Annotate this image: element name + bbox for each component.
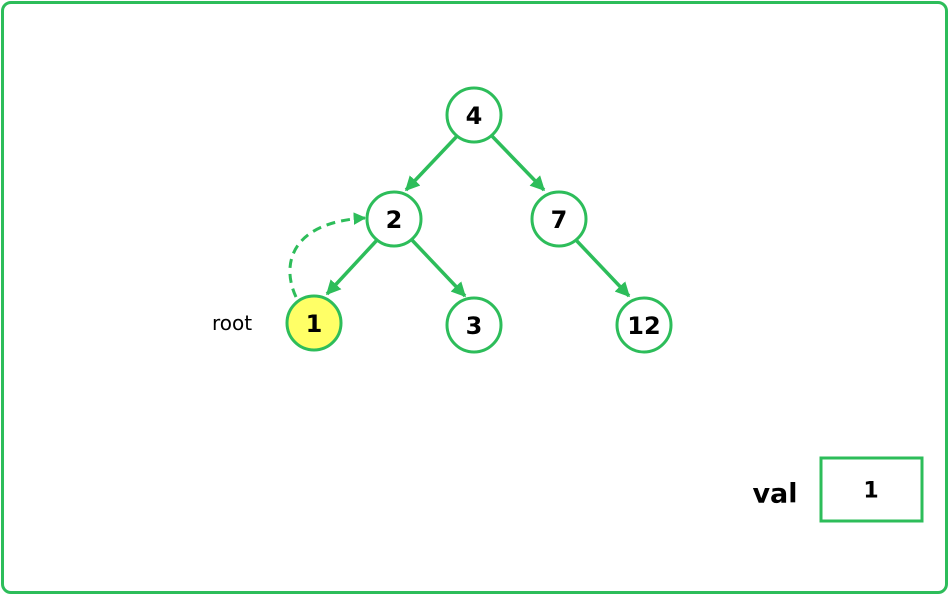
tree-node-4: 4 [445,86,503,144]
tree-node-1: 1 [285,294,343,352]
variable-name: val [752,479,797,510]
edge-2-3 [409,237,467,298]
node-label: 7 [551,206,568,234]
edge-4-2 [404,132,461,192]
variable-box [819,456,924,523]
node-label: 2 [386,206,403,234]
tree-node-12: 12 [615,296,673,354]
return-arrow-1-to-2 [288,212,367,298]
tree-node-3: 3 [445,296,503,354]
tree-node-7: 7 [530,190,588,248]
tree-node-2: 2 [365,190,423,248]
node-label: 4 [466,102,483,130]
node-label: 12 [627,312,660,340]
variable-value: 1 [863,479,878,504]
edge-2-1 [325,237,380,296]
edge-7-12 [573,237,631,298]
root-pointer-label: root [212,311,252,335]
edge-4-7 [488,132,546,192]
node-label: 1 [306,310,323,338]
node-label: 3 [466,312,483,340]
